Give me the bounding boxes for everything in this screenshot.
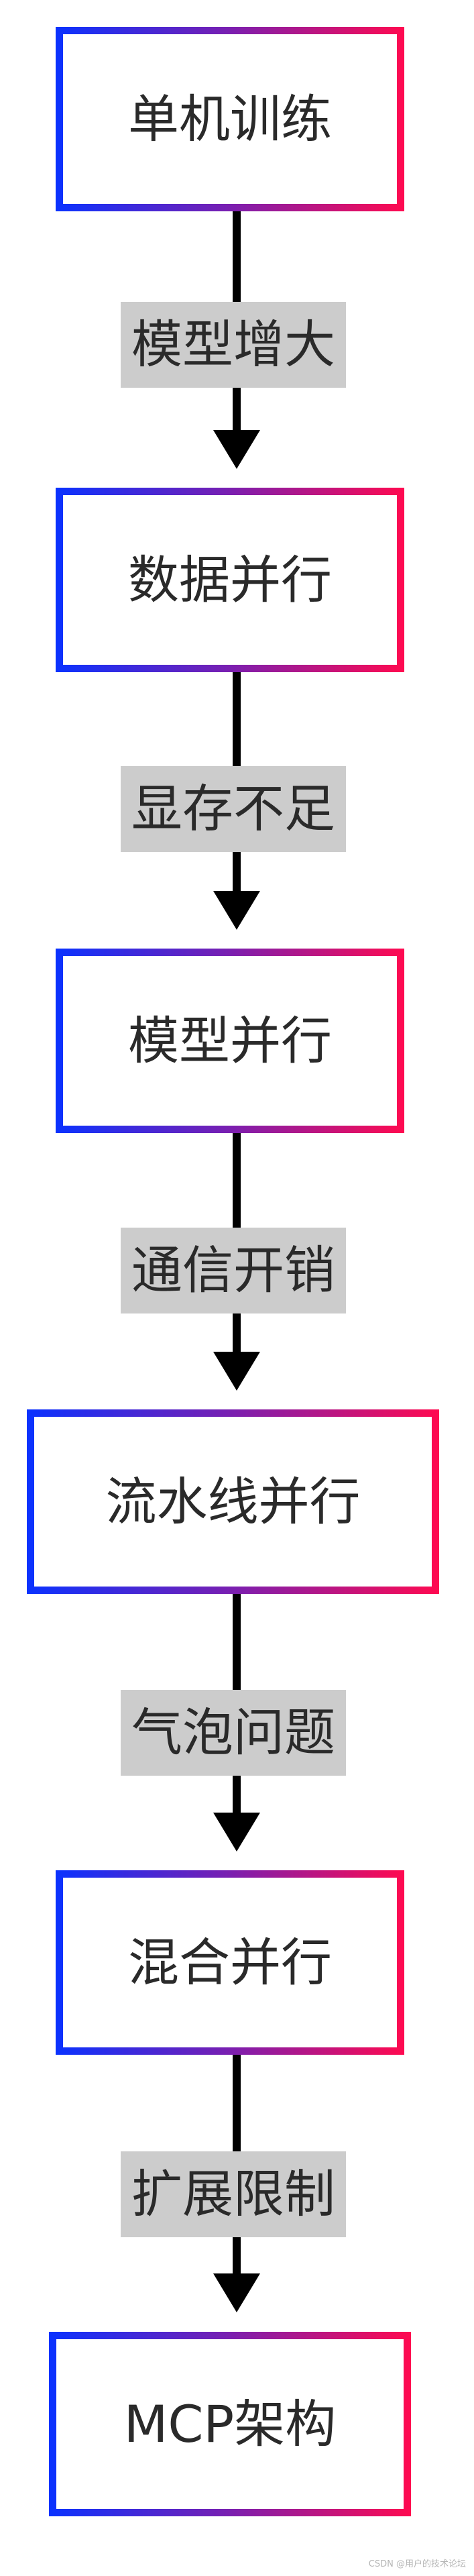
watermark: CSDN @用户的技术论坛 (368, 2559, 466, 2569)
edge-label-box: 模型增大 (121, 302, 346, 388)
node-data-parallel: 数据并行 (56, 488, 404, 672)
arrow-head (213, 891, 260, 930)
arrow-head (213, 1352, 260, 1391)
node-label: 数据并行 (128, 549, 332, 610)
edge-label-box: 气泡问题 (121, 1690, 346, 1776)
arrow-head (213, 430, 260, 469)
edge-label: 扩展限制 (131, 2164, 335, 2224)
edge-label-box: 扩展限制 (121, 2151, 346, 2237)
node-hybrid-parallel: 混合并行 (56, 1870, 404, 2055)
node-label: 流水线并行 (105, 1471, 361, 1532)
edge-label: 显存不足 (131, 779, 335, 839)
node-label: 模型并行 (128, 1010, 332, 1071)
edge-label-box: 显存不足 (121, 766, 346, 852)
node-label: MCP架构 (123, 2394, 337, 2454)
node-single-machine-training: 单机训练 (56, 27, 404, 211)
node-pipeline-parallel: 流水线并行 (27, 1409, 439, 1594)
edge-label-box: 通信开销 (121, 1228, 346, 1313)
node-label: 单机训练 (128, 89, 332, 149)
node-model-parallel: 模型并行 (56, 949, 404, 1133)
node-mcp-architecture: MCP架构 (49, 2332, 411, 2516)
edge-label: 通信开销 (131, 1240, 335, 1300)
edge-label: 模型增大 (131, 315, 335, 374)
node-label: 混合并行 (128, 1932, 332, 1992)
arrow-head (213, 2273, 260, 2312)
edge-label: 气泡问题 (131, 1703, 335, 1762)
arrow-head (213, 1813, 260, 1851)
